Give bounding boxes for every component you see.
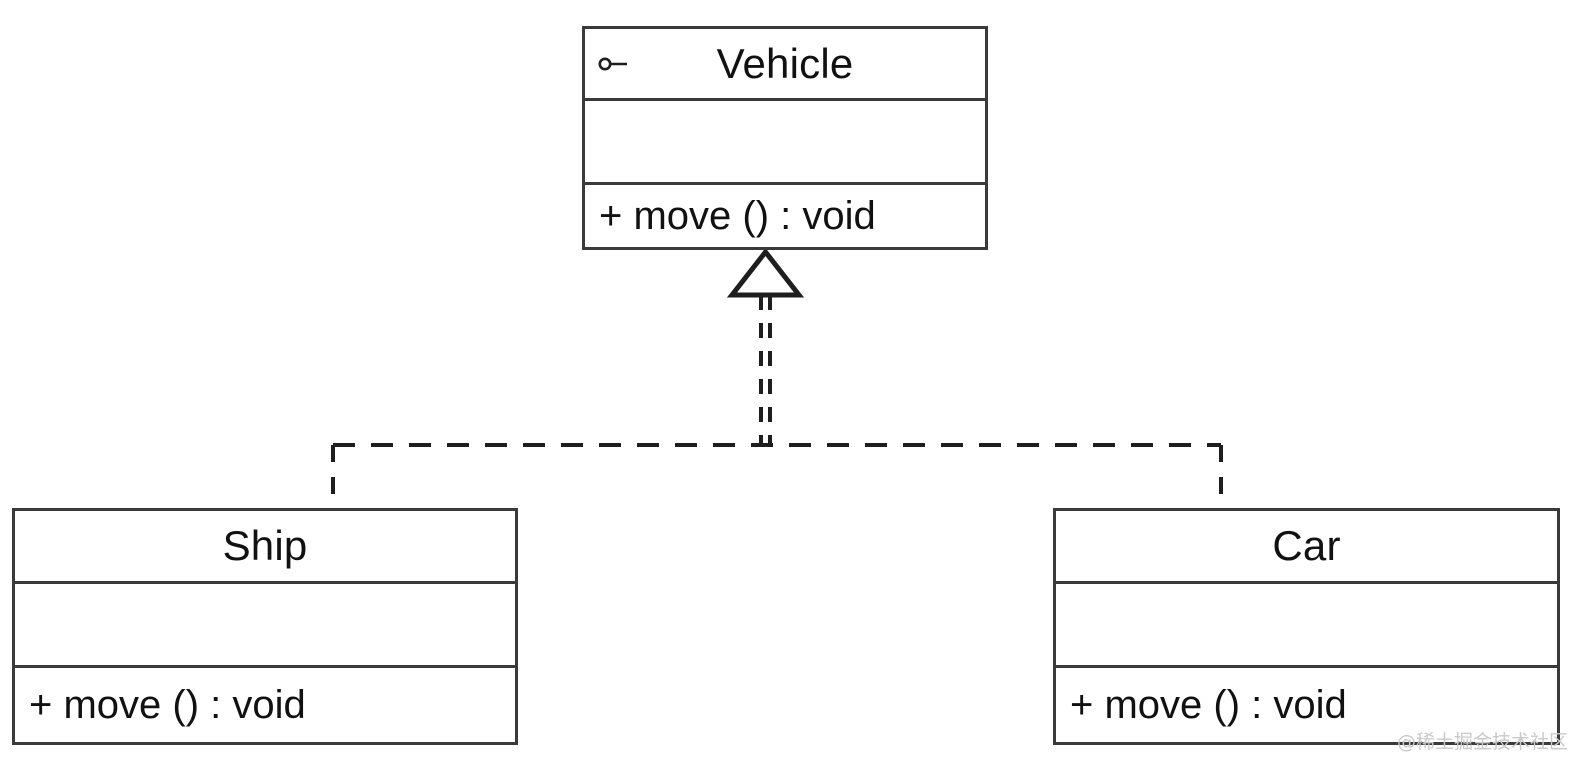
car-class-name: Car bbox=[1272, 522, 1341, 569]
vehicle-title-compartment: Vehicle bbox=[585, 29, 985, 98]
ship-attributes-compartment bbox=[15, 581, 515, 665]
vehicle-attributes-compartment bbox=[585, 98, 985, 182]
vehicle-class-name: Vehicle bbox=[716, 39, 854, 87]
car-operation-move: + move () : void bbox=[1070, 683, 1347, 727]
ship-title-compartment: Ship bbox=[15, 511, 515, 581]
ship-operation-move: + move () : void bbox=[29, 683, 306, 727]
ship-operations-compartment: + move () : void bbox=[15, 665, 515, 742]
vehicle-operation-move: + move () : void bbox=[599, 194, 876, 238]
ship-class-name: Ship bbox=[222, 522, 308, 569]
vehicle-operations-compartment: + move () : void bbox=[585, 182, 985, 247]
car-operations-compartment: + move () : void bbox=[1056, 665, 1557, 742]
realization-stem bbox=[759, 295, 772, 446]
car-attributes-compartment bbox=[1056, 581, 1557, 665]
class-box-ship[interactable]: Ship + move () : void bbox=[12, 508, 518, 745]
car-title-compartment: Car bbox=[1056, 511, 1557, 581]
class-box-vehicle[interactable]: Vehicle + move () : void bbox=[582, 26, 988, 250]
interface-lollipop-icon bbox=[598, 57, 627, 70]
watermark: @稀土掘金技术社区 bbox=[1396, 731, 1568, 753]
hollow-triangle-arrowhead-icon bbox=[726, 247, 805, 298]
class-box-car[interactable]: Car + move () : void bbox=[1053, 508, 1560, 745]
